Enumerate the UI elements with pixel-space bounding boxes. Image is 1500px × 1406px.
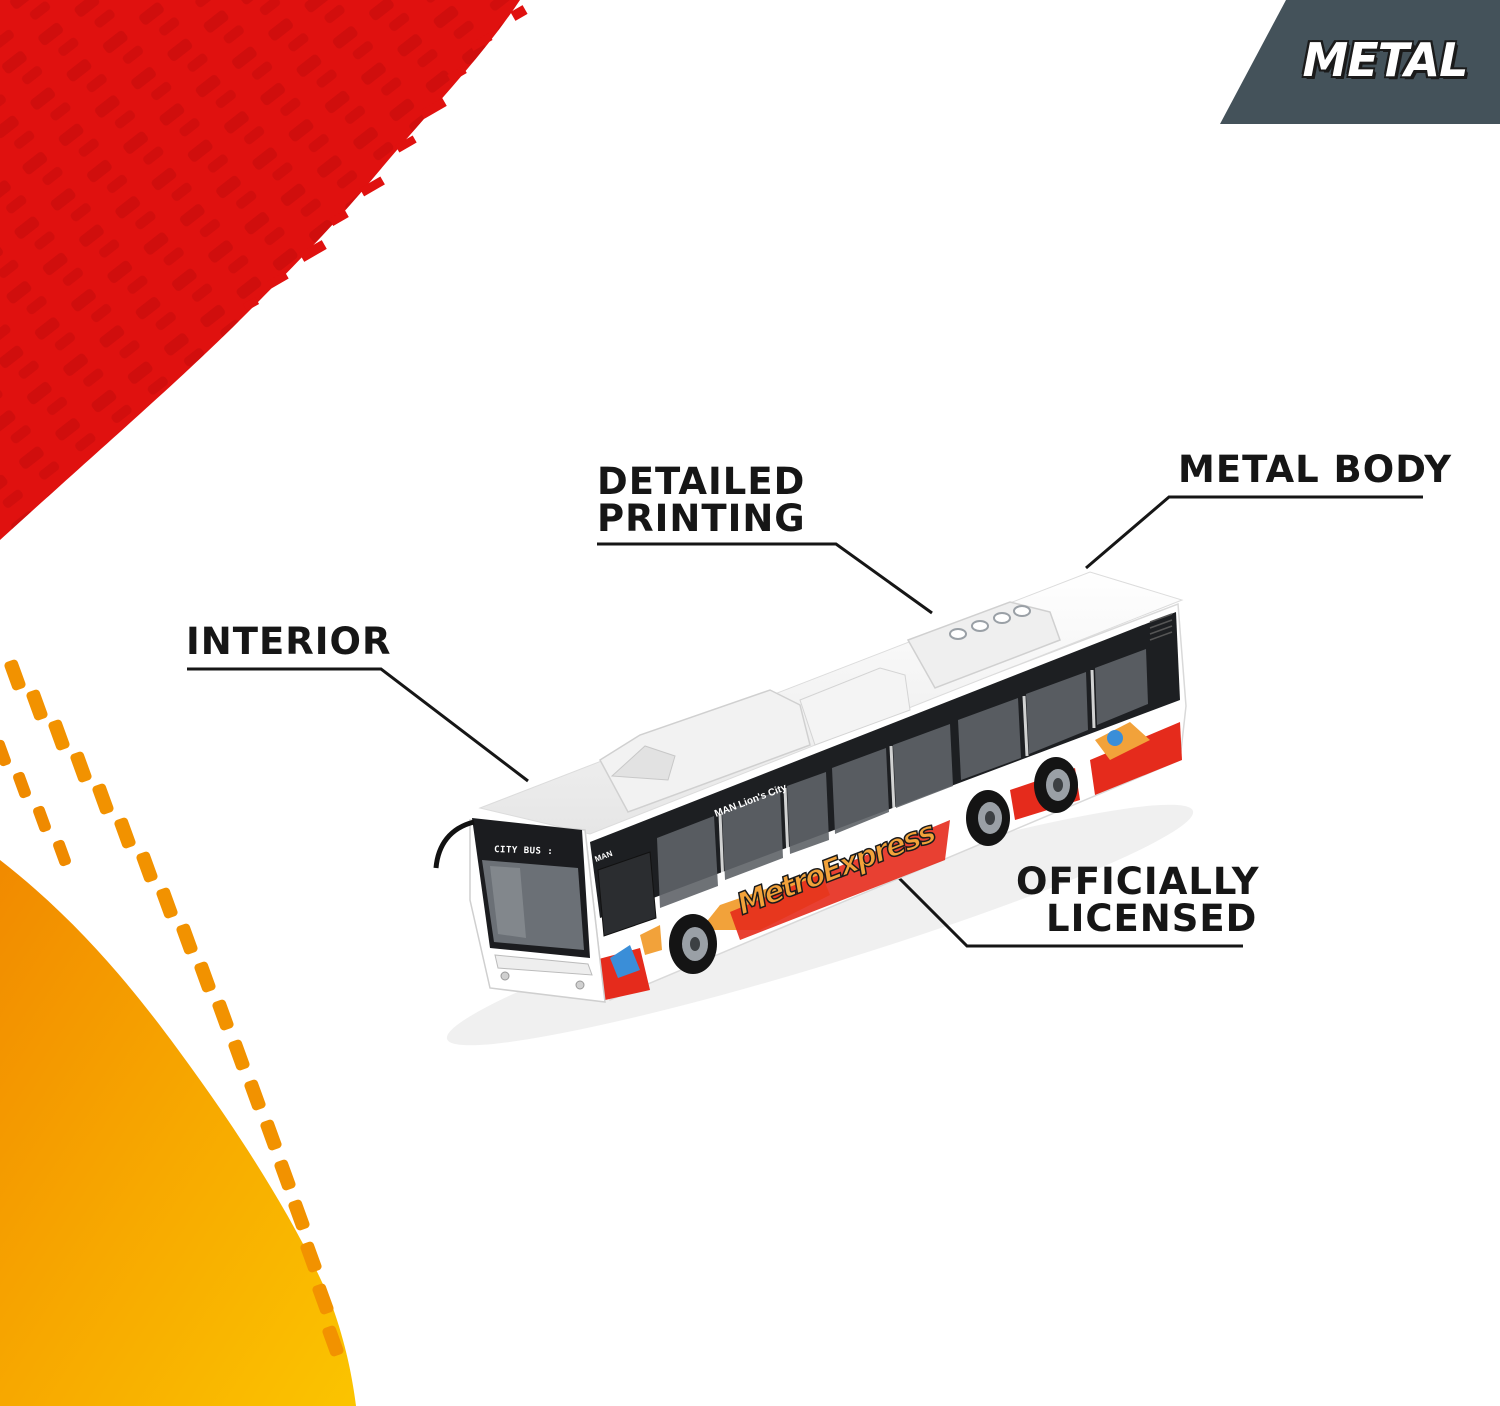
bus-front-door xyxy=(597,851,657,937)
bus-wheels xyxy=(669,757,1078,974)
callout-printing-line2: PRINTING xyxy=(597,497,806,540)
wheel-rear-1 xyxy=(966,790,1010,846)
wheel-front xyxy=(669,914,717,974)
wheel-rear-2 xyxy=(1034,757,1078,813)
bus-mirror xyxy=(433,819,475,869)
roof-pod-front xyxy=(599,689,811,813)
leader-line-printing xyxy=(597,542,933,615)
callout-licensed-line1: OFFICIALLY xyxy=(1016,860,1260,903)
callout-metal-body: METAL BODY xyxy=(1178,448,1453,491)
yellow-tire-band xyxy=(0,659,356,1406)
roof-pod-middle xyxy=(799,667,911,746)
leader-line-licensed xyxy=(894,873,1243,948)
callout-printing-line1: DETAILED xyxy=(597,460,806,503)
bus-model: MetroExpress CITY BUS : MAN Lion's City xyxy=(433,571,1194,1046)
metal-badge xyxy=(1220,0,1500,124)
roof-pod-rear xyxy=(906,601,1061,689)
destination-sign: CITY BUS : xyxy=(494,845,554,857)
metal-badge-label: METAL xyxy=(1302,33,1469,87)
callout-leader-lines xyxy=(187,495,1423,948)
leader-line-metal-body xyxy=(1085,495,1423,570)
callout-licensed-line2: LICENSED xyxy=(1046,897,1258,940)
leader-line-interior xyxy=(187,667,529,783)
callout-interior: INTERIOR xyxy=(186,620,392,663)
red-tire-band xyxy=(0,0,528,540)
